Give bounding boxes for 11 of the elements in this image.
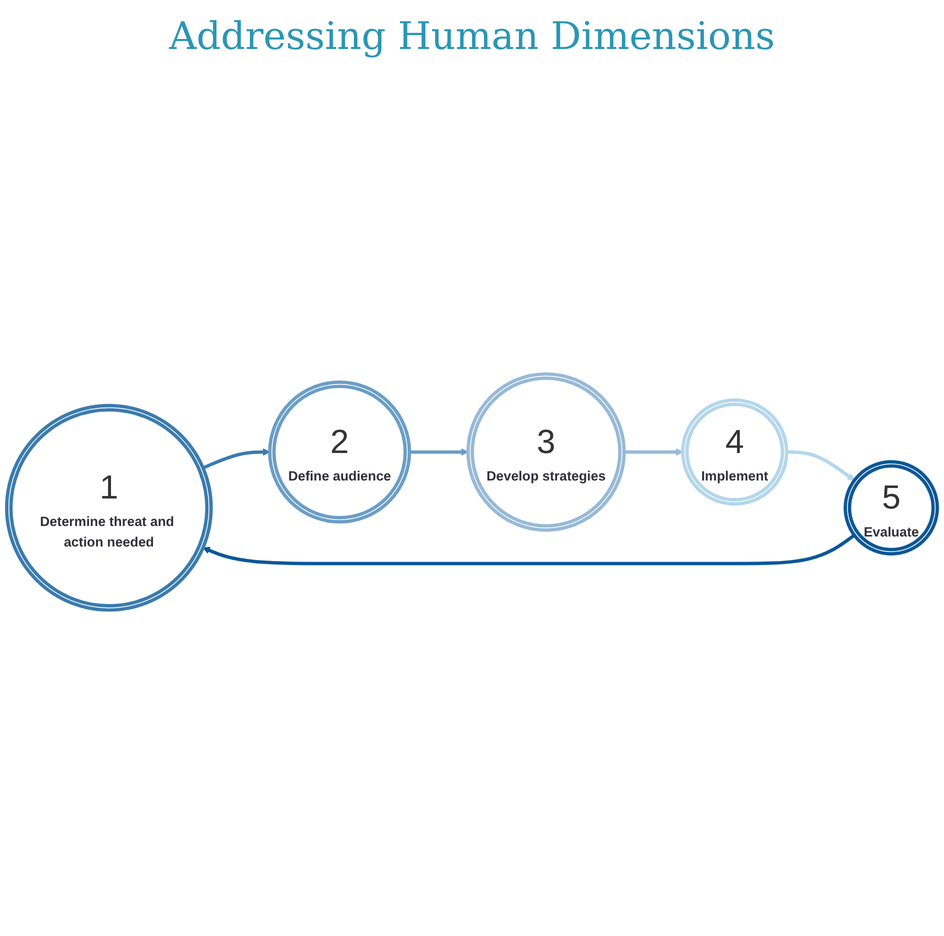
diagram-title: Addressing Human Dimensions [168, 14, 776, 58]
arrow [202, 534, 856, 566]
node-circle: 3 Develop strategies [466, 372, 626, 532]
node-circle: 2 Define audience [268, 380, 412, 524]
node-circle: 5 Evaluate [844, 460, 939, 556]
arrow [786, 450, 855, 481]
node-circle: 1 Determine threat and action needed [5, 404, 213, 612]
arrow [624, 448, 684, 456]
arrow [202, 448, 270, 470]
arrow [409, 448, 468, 456]
node-circle: 4 Implement [681, 398, 788, 506]
